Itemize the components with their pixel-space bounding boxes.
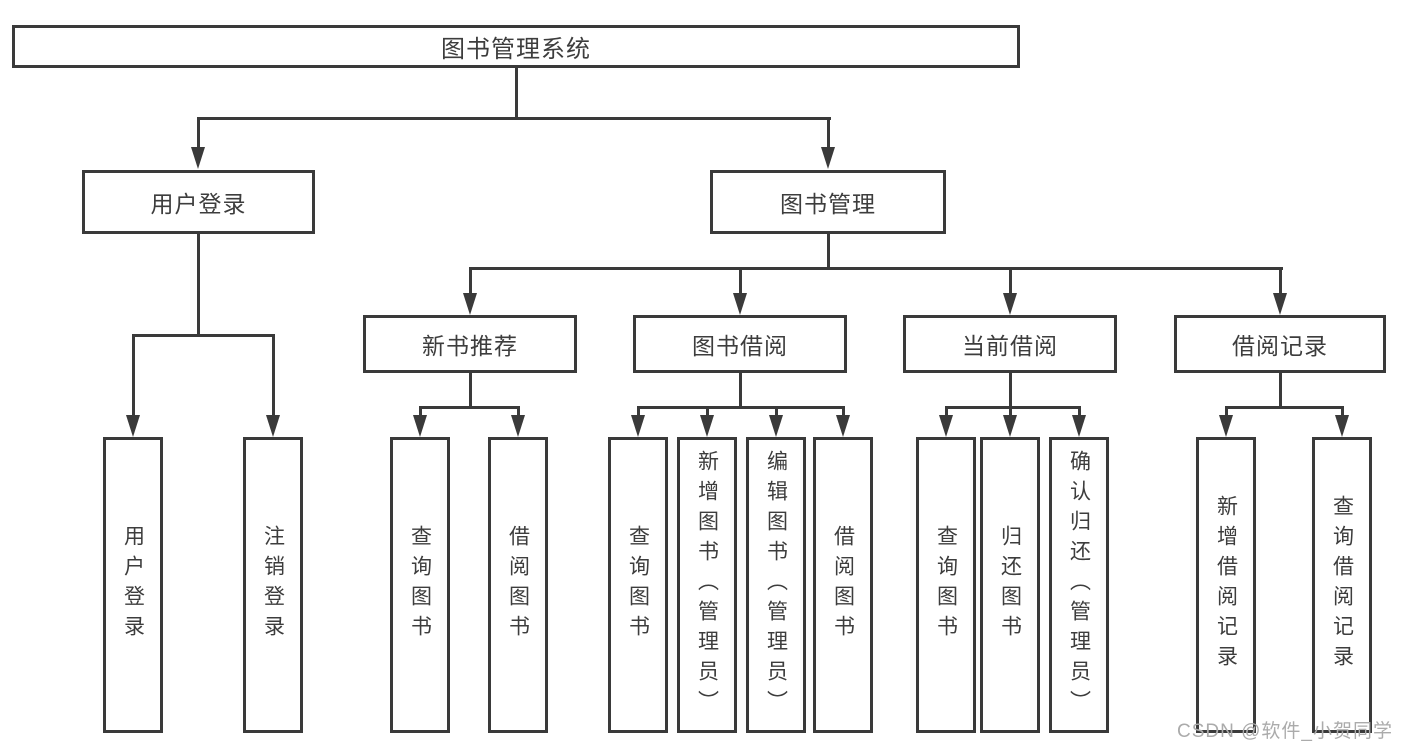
node-book-management: 图书管理 [710, 170, 946, 234]
connector-root-vline [515, 68, 518, 120]
leaf-user-login-label: 用户登录 [121, 525, 145, 645]
arrow-down [1219, 415, 1233, 437]
leaf-confirm-return-admin-label: 确认归还（管理员） [1067, 450, 1091, 720]
leaf-edit-books-admin: 编辑图书（管理员） [746, 437, 806, 733]
arrow-down [821, 147, 835, 169]
arrow-down [700, 415, 714, 437]
connector-userlogin-vline [197, 233, 200, 336]
connector-stem [419, 406, 422, 417]
connector-stem-book-borrow [739, 267, 742, 295]
leaf-borrow-books-borrow: 借阅图书 [813, 437, 873, 733]
connector-stem-user-login [197, 117, 200, 149]
connector-bookmgmt-hline [469, 267, 1283, 270]
connector-stem [775, 406, 778, 417]
connector-stem [945, 406, 948, 417]
leaf-borrow-books-recommend: 借阅图书 [488, 437, 548, 733]
connector-stem [1341, 406, 1344, 417]
arrow-down [126, 415, 140, 437]
connector-bookborrow-hline [637, 406, 845, 409]
node-borrowing-records: 借阅记录 [1174, 315, 1386, 373]
leaf-borrow-books-borrow-label: 借阅图书 [831, 525, 855, 645]
connector-stem [1225, 406, 1228, 417]
connector-stem-new-books [469, 267, 472, 295]
csdn-watermark: CSDN @软件_小贺同学 [1177, 721, 1393, 742]
leaf-add-books-admin-label: 新增图书（管理员） [695, 450, 719, 720]
leaf-confirm-return-admin: 确认归还（管理员） [1049, 437, 1109, 733]
connector-bookmgmt-vline [827, 233, 830, 269]
connector-userlogin-hline [132, 334, 275, 337]
arrow-down [1335, 415, 1349, 437]
arrow-down [511, 415, 525, 437]
connector-newbooks-vline [469, 372, 472, 409]
arrow-down [1273, 293, 1287, 315]
node-current-borrowing: 当前借阅 [903, 315, 1117, 373]
leaf-query-books-current-label: 查询图书 [934, 525, 958, 645]
arrow-down [413, 415, 427, 437]
connector-stem [842, 406, 845, 417]
connector-stem-book-mgmt [827, 117, 830, 149]
leaf-query-books-recommend-label: 查询图书 [408, 525, 432, 645]
leaf-user-login: 用户登录 [103, 437, 163, 733]
connector-currentborrow-hline [945, 406, 1081, 409]
connector-stem [637, 406, 640, 417]
arrow-down [191, 147, 205, 169]
connector-stem [1078, 406, 1081, 417]
connector-currentborrow-vline [1009, 372, 1012, 409]
leaf-add-books-admin: 新增图书（管理员） [677, 437, 737, 733]
arrow-down [836, 415, 850, 437]
connector-stem-leaf-user-login [132, 334, 135, 417]
leaf-add-borrow-record-label: 新增借阅记录 [1214, 495, 1238, 675]
connector-stem [517, 406, 520, 417]
node-library-management-system: 图书管理系统 [12, 25, 1020, 68]
arrow-down [1003, 293, 1017, 315]
node-book-borrowing: 图书借阅 [633, 315, 847, 373]
leaf-return-books-label: 归还图书 [998, 525, 1022, 645]
leaf-return-books: 归还图书 [980, 437, 1040, 733]
connector-borrowrecords-vline [1279, 372, 1282, 409]
node-user-login: 用户登录 [82, 170, 315, 234]
leaf-logout-login-label: 注销登录 [261, 525, 285, 645]
arrow-down [1003, 415, 1017, 437]
leaf-query-books-borrow: 查询图书 [608, 437, 668, 733]
leaf-logout-login: 注销登录 [243, 437, 303, 733]
connector-stem [706, 406, 709, 417]
leaf-query-borrow-record-label: 查询借阅记录 [1330, 495, 1354, 675]
leaf-borrow-books-recommend-label: 借阅图书 [506, 525, 530, 645]
leaf-query-books-borrow-label: 查询图书 [626, 525, 650, 645]
arrow-down [266, 415, 280, 437]
arrow-down [463, 293, 477, 315]
leaf-query-books-current: 查询图书 [916, 437, 976, 733]
leaf-query-books-recommend: 查询图书 [390, 437, 450, 733]
arrow-down [769, 415, 783, 437]
arrow-down [1072, 415, 1086, 437]
arrow-down [939, 415, 953, 437]
leaf-add-borrow-record: 新增借阅记录 [1196, 437, 1256, 733]
arrow-down [631, 415, 645, 437]
connector-stem-borrow-records [1279, 267, 1282, 295]
connector-bookborrow-vline [739, 372, 742, 409]
connector-borrowrecords-hline [1225, 406, 1344, 409]
leaf-edit-books-admin-label: 编辑图书（管理员） [764, 450, 788, 720]
connector-stem-current-borrow [1009, 267, 1012, 295]
arrow-down [733, 293, 747, 315]
node-new-book-recommend: 新书推荐 [363, 315, 577, 373]
connector-stem [1009, 406, 1012, 417]
connector-root-hline [197, 117, 831, 120]
connector-stem-leaf-logout [272, 334, 275, 417]
connector-newbooks-hline [419, 406, 520, 409]
leaf-query-borrow-record: 查询借阅记录 [1312, 437, 1372, 733]
